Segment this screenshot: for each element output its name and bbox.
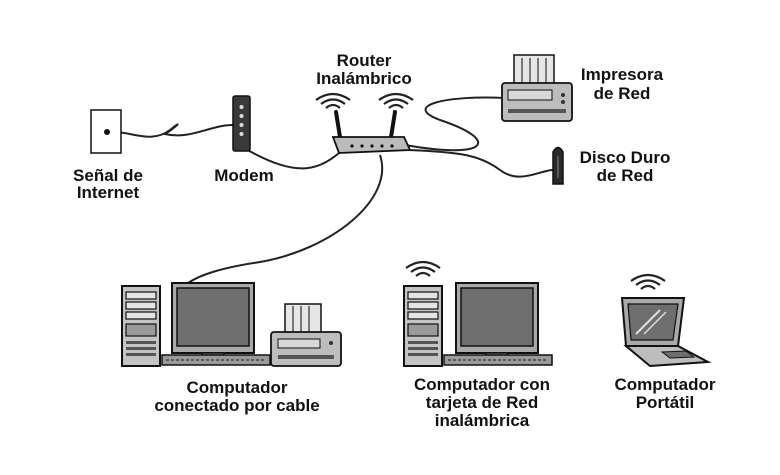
wifi-signal-icon <box>377 92 415 110</box>
wifi-signal-icon <box>314 92 352 110</box>
svg-text:Internet: Internet <box>77 183 140 202</box>
desktop-computer-icon <box>403 260 553 367</box>
pc-wireless-label: Computador con tarjeta de Red inalámbric… <box>414 375 550 430</box>
router-icon <box>314 92 415 154</box>
svg-text:Computador: Computador <box>614 375 715 394</box>
printer-label: Impresora de Red <box>581 65 664 103</box>
cable-jack-to-modem <box>107 123 234 138</box>
internet-label: Señal de Internet <box>73 166 143 202</box>
svg-text:inalámbrica: inalámbrica <box>435 411 530 430</box>
wall-jack-icon <box>90 109 122 154</box>
router-label: Router Inalámbrico <box>316 51 411 88</box>
hard-disk-icon <box>552 146 564 185</box>
desktop-computer-icon <box>121 282 271 367</box>
printer-icon <box>501 54 573 122</box>
svg-text:Impresora: Impresora <box>581 65 664 84</box>
printer-icon <box>270 303 342 367</box>
svg-text:Computador con: Computador con <box>414 375 550 394</box>
laptop-label: Computador Portátil <box>614 375 715 412</box>
cable-modem-to-router <box>243 147 346 170</box>
svg-text:Router: Router <box>337 51 392 70</box>
wifi-signal-icon <box>629 273 667 291</box>
laptop-icon <box>620 273 712 368</box>
svg-text:conectado por cable: conectado por cable <box>154 396 319 415</box>
disk-label: Disco Duro de Red <box>580 148 671 185</box>
svg-text:Inalámbrico: Inalámbrico <box>316 69 411 88</box>
cable-router-to-printer <box>404 96 506 152</box>
svg-text:Señal de: Señal de <box>73 166 143 185</box>
cable-router-to-disk <box>407 149 554 178</box>
pc-cable-label: Computador conectado por cable <box>154 378 319 415</box>
svg-text:Disco Duro: Disco Duro <box>580 148 671 167</box>
modem-icon <box>232 95 251 152</box>
wifi-signal-icon <box>404 260 442 278</box>
svg-text:de Red: de Red <box>594 84 651 103</box>
svg-text:Computador: Computador <box>186 378 287 397</box>
svg-text:de Red: de Red <box>597 166 654 185</box>
cable-router-to-pc <box>187 154 383 284</box>
modem-label: Modem <box>214 166 274 185</box>
svg-text:Portátil: Portátil <box>636 393 695 412</box>
svg-text:tarjeta de Red: tarjeta de Red <box>426 393 538 412</box>
